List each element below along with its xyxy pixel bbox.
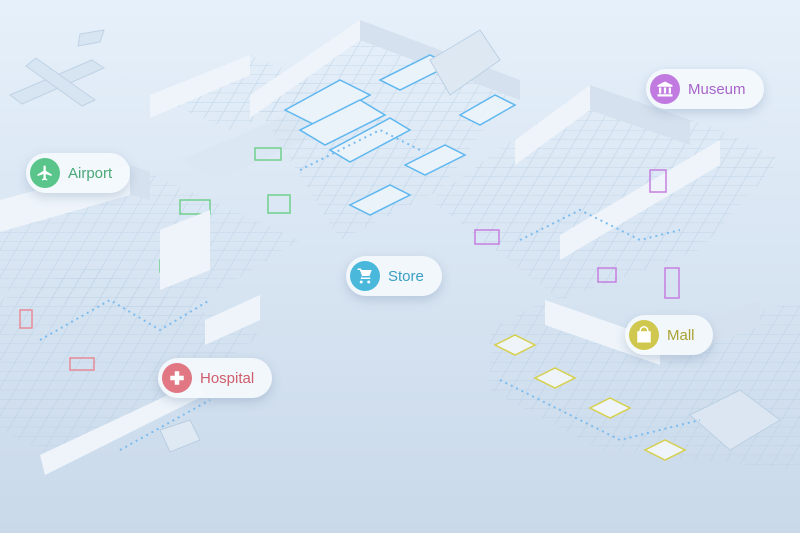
airplane-icon	[37, 165, 52, 181]
hospital-badge	[162, 363, 192, 393]
museum-label-text: Museum	[688, 80, 746, 98]
museum-icon	[657, 81, 673, 97]
museum-area	[430, 85, 780, 300]
airplane-model	[9, 29, 106, 107]
navigation-paths	[39, 128, 701, 451]
airport-label-text: Airport	[68, 164, 113, 182]
store-label-text: Store	[388, 267, 424, 285]
airport-label[interactable]: Airport	[26, 153, 131, 193]
store-badge	[350, 261, 380, 291]
mall-badge	[629, 320, 659, 350]
shopping-bag-icon	[637, 326, 651, 343]
museum-label[interactable]: Museum	[646, 69, 764, 109]
store-label[interactable]: Store	[346, 256, 442, 296]
hospital-label[interactable]: Hospital	[158, 358, 273, 398]
mall-label[interactable]: Mall	[625, 315, 713, 355]
shopping-cart-icon	[357, 268, 372, 284]
medical-cross-icon	[170, 371, 184, 385]
store-area	[250, 20, 520, 240]
airport-badge	[30, 158, 60, 188]
museum-badge	[650, 74, 680, 104]
mall-label-text: Mall	[667, 326, 695, 344]
hospital-label-text: Hospital	[200, 369, 255, 387]
hospital-area	[0, 210, 260, 475]
